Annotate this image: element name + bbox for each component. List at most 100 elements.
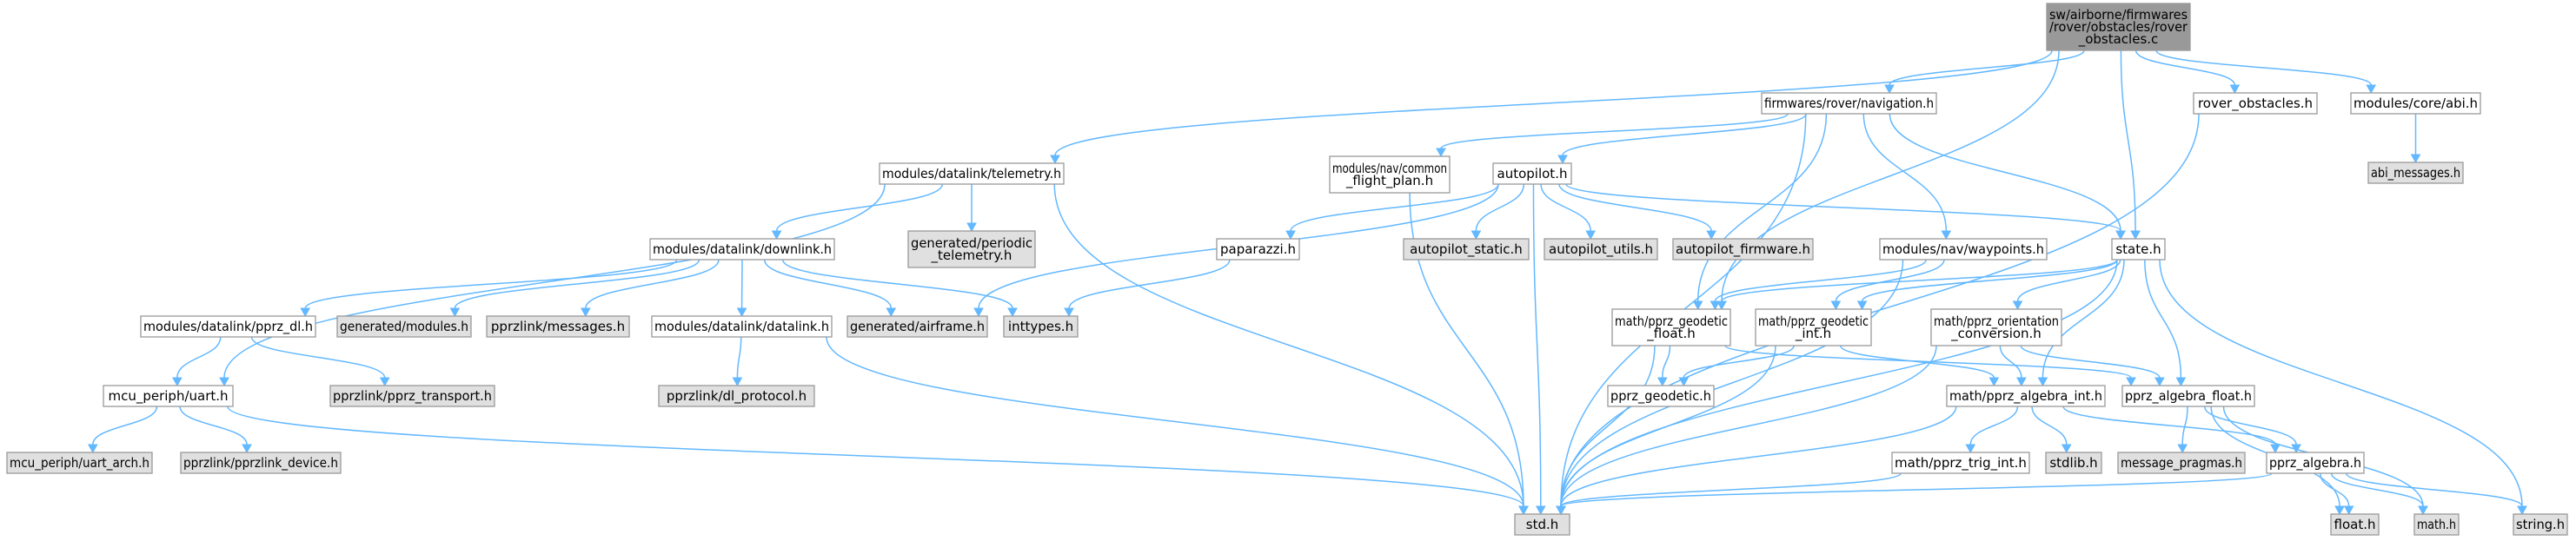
node-state[interactable]: state.h <box>2111 238 2166 261</box>
node-gen-modules: generated/modules.h <box>336 315 472 338</box>
edge-nav-to-common_fp <box>1436 113 1789 158</box>
node-label: modules/datalink/datalink.h <box>654 319 829 334</box>
node-ap-utils: autopilot_utils.h <box>1544 238 1658 261</box>
node-label: _conversion.h <box>1950 326 2042 342</box>
edge-nav-to-geo_float <box>1692 113 1828 311</box>
node-geo-float[interactable]: math/pprz_geodetic_float.h <box>1611 308 1731 346</box>
node-label: autopilot_firmware.h <box>1676 241 1810 258</box>
node-label: rover_obstacles.h <box>2198 96 2313 112</box>
node-label: pprz_algebra.h <box>2269 455 2361 472</box>
node-abi-messages: abi_messages.h <box>2367 162 2464 184</box>
node-label: pprzlink/pprzlink_device.h <box>183 455 338 472</box>
node-label: math/pprz_geodetic <box>1758 313 1869 330</box>
edge-root-to-abi <box>2155 49 2377 95</box>
node-label: _flight_plan.h <box>1345 173 1433 189</box>
node-geo-int[interactable]: math/pprz_geodetic_int.h <box>1755 308 1872 346</box>
edge-alg_int-to-trig_int <box>1965 406 2019 454</box>
node-label: pprzlink/pprz_transport.h <box>333 388 492 405</box>
edge-paparazzi-to-inttypes <box>1064 259 1231 318</box>
node-label: autopilot.h <box>1497 166 1568 181</box>
edge-state-to-alg_float <box>2144 259 2187 387</box>
node-label: _int.h <box>1795 326 1831 342</box>
node-gen-airframe: generated/airframe.h <box>846 315 988 338</box>
node-label: stdlib.h <box>2049 455 2097 471</box>
edge-uart-to-uart_arch <box>87 406 158 454</box>
node-label: math/pprz_trig_int.h <box>1895 455 2027 472</box>
edge-abi-to-abi_messages <box>2410 114 2421 164</box>
node-ap-static: autopilot_static.h <box>1403 238 1530 261</box>
node-nav[interactable]: firmwares/rover/navigation.h <box>1761 92 1937 115</box>
node-pprz-transport: pprzlink/pprz_transport.h <box>329 385 495 407</box>
node-orient[interactable]: math/pprz_orientation_conversion.h <box>1930 308 2062 346</box>
edge-pprz_dl-to-uart <box>172 336 222 387</box>
node-alg-int[interactable]: math/pprz_algebra_int.h <box>1946 385 2106 407</box>
edge-state-to-geo_int <box>1856 259 2118 311</box>
edge-autopilot-to-ap_firmware <box>1558 183 1716 241</box>
node-label: math/pprz_algebra_int.h <box>1949 388 2102 405</box>
edge-root-to-nav <box>1884 49 2085 95</box>
node-float-h: float.h <box>2330 513 2380 536</box>
node-label: std.h <box>1526 517 1559 532</box>
node-label: state.h <box>2115 241 2161 257</box>
node-uart-arch: mcu_periph/uart_arch.h <box>6 452 153 474</box>
node-trig-int[interactable]: math/pprz_trig_int.h <box>1891 452 2030 474</box>
node-waypoints[interactable]: modules/nav/waypoints.h <box>1879 238 2048 261</box>
edge-uart-to-pprzlink_dev <box>179 406 252 454</box>
edge-pprz_algebra-to-string_h <box>2345 472 2527 516</box>
edge-telemetry-to-downlink <box>771 183 944 241</box>
edge-geo_float-to-std <box>1556 345 1656 516</box>
node-std: std.h <box>1514 513 1570 536</box>
edge-geo_int-to-pprz_geodetic <box>1678 345 1795 387</box>
node-abi[interactable]: modules/core/abi.h <box>2350 92 2481 115</box>
node-uart[interactable]: mcu_periph/uart.h <box>103 385 234 407</box>
node-label: sw/airborne/firmwares <box>2049 7 2188 23</box>
node-pprz-algebra[interactable]: pprz_algebra.h <box>2266 452 2365 474</box>
node-label: modules/datalink/downlink.h <box>653 241 832 257</box>
node-label: modules/datalink/pprz_dl.h <box>143 319 313 335</box>
node-alg-float[interactable]: pprz_algebra_float.h <box>2121 385 2255 407</box>
edge-downlink-to-datalink <box>736 259 747 318</box>
edge-orient-to-alg_int <box>1999 345 2027 387</box>
node-downlink[interactable]: modules/datalink/downlink.h <box>649 238 835 261</box>
node-pprz-dl[interactable]: modules/datalink/pprz_dl.h <box>140 315 316 338</box>
node-label: generated/airframe.h <box>850 319 985 334</box>
node-label: pprz_algebra_float.h <box>2125 388 2252 405</box>
node-paparazzi[interactable]: paparazzi.h <box>1216 238 1300 261</box>
node-label: generated/modules.h <box>340 319 468 334</box>
node-gen-periodic: generated/periodic_telemetry.h <box>907 230 1036 268</box>
edge-uart-to-std <box>227 406 1529 516</box>
node-label: modules/core/abi.h <box>2354 96 2478 111</box>
node-label: modules/datalink/telemetry.h <box>882 166 1061 181</box>
nodes-layer: sw/airborne/firmwares/rover/obstacles/ro… <box>6 3 2568 536</box>
node-root: sw/airborne/firmwares/rover/obstacles/ro… <box>2046 3 2191 51</box>
node-dl-protocol: pprzlink/dl_protocol.h <box>658 385 815 407</box>
node-rover-obstacles[interactable]: rover_obstacles.h <box>2193 92 2318 115</box>
node-label: modules/nav/common <box>1332 161 1447 176</box>
edges-layer <box>87 49 2527 516</box>
node-stdlib: stdlib.h <box>2045 452 2102 474</box>
edge-root-to-state <box>2120 49 2141 241</box>
edge-autopilot-to-ap_static <box>1471 183 1525 241</box>
edge-autopilot-to-state <box>1565 183 2126 241</box>
node-label: _telemetry.h <box>931 247 1012 264</box>
node-autopilot[interactable]: autopilot.h <box>1492 162 1572 185</box>
node-label: modules/nav/waypoints.h <box>1882 241 2044 257</box>
edge-downlink-to-pprzlink_msgs <box>580 259 720 318</box>
node-pprz-geodetic[interactable]: pprz_geodetic.h <box>1607 385 1715 407</box>
node-label: mcu_periph/uart.h <box>108 388 228 405</box>
node-label: abi_messages.h <box>2371 165 2460 181</box>
edge-geo_float-to-alg_float <box>1724 345 2136 387</box>
edge-pprz_algebra-to-float_h <box>2320 472 2354 516</box>
node-label: inttypes.h <box>1008 319 1073 334</box>
edge-downlink-to-gen_airframe <box>763 259 897 318</box>
node-label: generated/periodic <box>911 235 1032 251</box>
edge-waypoints-to-geo_float <box>1710 259 1927 311</box>
edge-geo_float-to-pprz_geodetic <box>1656 345 1671 387</box>
edge-downlink-to-pprz_dl <box>300 259 678 318</box>
node-telemetry[interactable]: modules/datalink/telemetry.h <box>879 162 1065 185</box>
edge-nav-to-waypoints <box>1862 113 1952 241</box>
node-inttypes: inttypes.h <box>1003 315 1079 338</box>
node-common-fp[interactable]: modules/nav/common_flight_plan.h <box>1329 155 1451 194</box>
node-datalink[interactable]: modules/datalink/datalink.h <box>651 315 833 338</box>
